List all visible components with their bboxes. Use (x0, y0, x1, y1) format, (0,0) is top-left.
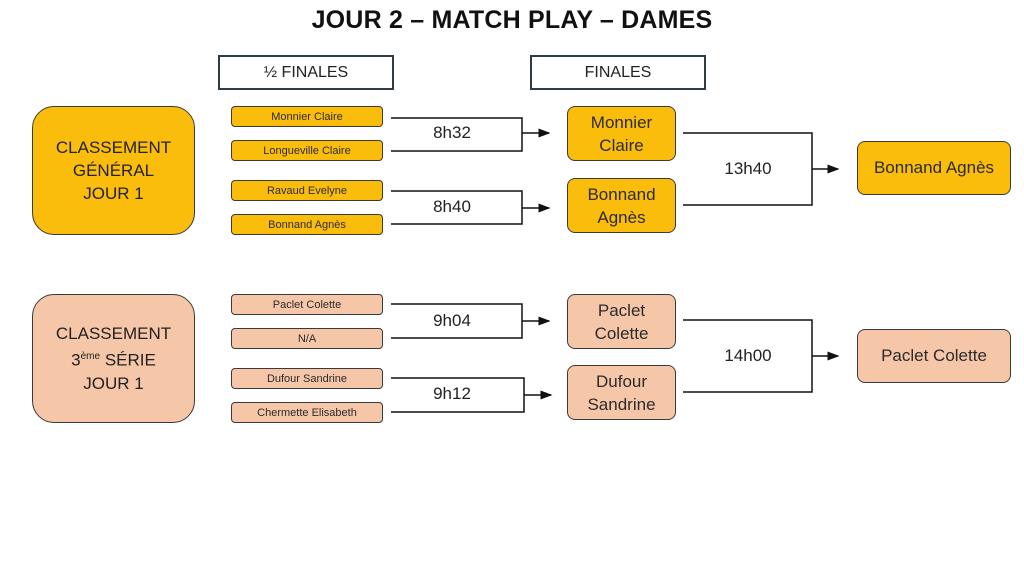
player-box: Ravaud Evelyne (231, 180, 383, 201)
match-time: 9h12 (433, 384, 471, 403)
category-line1: CLASSEMENT (55, 138, 172, 157)
finalist-box: Paclet Colette (567, 294, 676, 349)
page-title: JOUR 2 – MATCH PLAY – DAMES (311, 6, 713, 34)
category-number: 3 (71, 350, 81, 370)
player-box: Bonnand Agnès (231, 214, 383, 235)
player-box: Chermette Elisabeth (231, 402, 383, 423)
player-box: Dufour Sandrine (231, 368, 383, 389)
finalist-line2: Agnès (597, 207, 646, 227)
category-box-3eme-serie: CLASSEMENT 3ème SÉRIE JOUR 1 (32, 294, 195, 423)
category-line1: CLASSEMENT (55, 324, 172, 344)
finalist-box: Dufour Sandrine (567, 365, 676, 420)
finalist-line2: Sandrine (587, 394, 656, 414)
finalist-box: Monnier Claire (567, 106, 676, 161)
finalist-line2: Claire (599, 135, 644, 155)
finalist-line1: Monnier (590, 112, 653, 132)
player-box: N/A (231, 328, 383, 349)
finalist-line2: Colette (594, 323, 649, 343)
finals-header: FINALES (530, 55, 706, 90)
match-time: 9h04 (433, 311, 471, 330)
match-time: 8h32 (433, 123, 471, 142)
category-line2: 3ème SÉRIE (71, 345, 156, 372)
category-line3: JOUR 1 (83, 184, 144, 203)
match-time: 8h40 (433, 197, 471, 216)
finalist-box: Bonnand Agnès (567, 178, 676, 233)
category-line3: JOUR 1 (83, 373, 144, 393)
player-box: Longueville Claire (231, 140, 383, 161)
winner-box: Bonnand Agnès (857, 141, 1011, 195)
finalist-line1: Dufour (595, 371, 648, 391)
final-time: 13h40 (724, 159, 772, 178)
player-box: Monnier Claire (231, 106, 383, 127)
category-superscript: ème (80, 351, 101, 363)
final-time: 14h00 (724, 346, 772, 365)
winner-box: Paclet Colette (857, 329, 1011, 383)
connector-semi-1 (391, 117, 523, 152)
semifinals-header: ½ FINALES (218, 55, 394, 90)
finalist-line1: Paclet (597, 300, 646, 320)
category-line2: GÉNÉRAL (72, 161, 155, 180)
category-box-general: CLASSEMENT GÉNÉRAL JOUR 1 (32, 106, 195, 235)
finalist-line1: Bonnand (587, 184, 656, 204)
category-series: SÉRIE (104, 350, 156, 370)
player-box: Paclet Colette (231, 294, 383, 315)
